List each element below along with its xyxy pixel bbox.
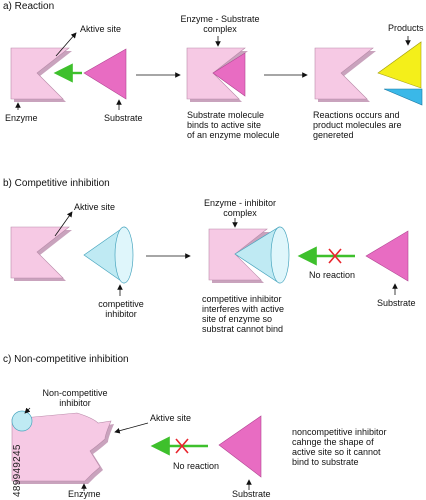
caption-noncompetitive-2: cahnge the shape of [292, 437, 374, 447]
caption-competitive-1: competitive inhibitor [202, 294, 282, 304]
noncompetitive-inhibitor-pointer [24, 407, 31, 414]
stock-id-text: 489949245 [12, 444, 23, 497]
competitive-inhibitor-shape [83, 226, 134, 284]
caption-binding-3: of an enzyme molecule [187, 130, 280, 140]
label-ei-complex-1: Enzyme - inhibitor [203, 198, 277, 208]
red-cross-c [175, 438, 189, 454]
label-substrate-c: Substrate [232, 489, 271, 499]
noncompetitive-inhibitor-shape [11, 410, 33, 432]
enzyme-shape-b [10, 226, 72, 281]
substrate-shape-c [218, 415, 262, 478]
label-ei-complex-2: complex [223, 208, 257, 218]
label-enzyme: Enzyme [5, 113, 38, 123]
caption-competitive-4: substrat cannot bind [202, 324, 284, 334]
section-title-competitive: b) Competitive inhibition [3, 178, 110, 189]
label-active-site-c: Aktive site [150, 413, 192, 423]
caption-noncompetitive-1: noncompetitive inhibitor [292, 427, 387, 437]
caption-competitive-3: site of enzyme so [202, 314, 273, 324]
stock-id-watermark: 489949245 [1, 385, 23, 500]
caption-noncompetitive-4: bind to substrate [292, 457, 359, 467]
label-complex-line2: complex [203, 24, 237, 34]
label-active-site: Aktive site [80, 24, 122, 34]
enzyme-shape-c [11, 412, 114, 484]
product-yellow [377, 41, 422, 89]
label-active-site-b: Aktive site [74, 202, 116, 212]
enzyme-shape [10, 47, 72, 102]
product-blue [383, 88, 423, 106]
label-competitive-inhibitor-2: inhibitor [105, 309, 137, 319]
label-no-reaction-b: No reaction [309, 270, 356, 280]
label-competitive-inhibitor-1: competitive [98, 299, 144, 309]
active-site-pointer-c [114, 422, 149, 434]
section-title-noncompetitive: c) Non-competitive inhibition [3, 354, 129, 365]
caption-products-1: Reactions occurs and [313, 110, 400, 120]
label-noncompetitive-inhibitor-1: Non-competitive [42, 388, 108, 398]
label-no-reaction-c: No reaction [173, 461, 220, 471]
caption-binding-2: binds to active site [187, 120, 262, 130]
caption-products-2: product molecules are [313, 120, 402, 130]
label-products: Products [388, 23, 424, 33]
caption-products-3: genereted [313, 130, 354, 140]
active-site-pointer-b [54, 211, 73, 237]
enzyme-inhibitor-complex [208, 226, 290, 284]
label-noncompetitive-inhibitor-2: inhibitor [59, 398, 91, 408]
caption-noncompetitive-3: active site so it cannot [292, 447, 381, 457]
label-substrate: Substrate [104, 113, 143, 123]
enzyme-shape-after [314, 47, 376, 102]
caption-binding-1: Substrate molecule [187, 110, 265, 120]
substrate-shape [83, 48, 127, 100]
substrate-shape-b [365, 230, 409, 282]
label-substrate-b: Substrate [377, 298, 416, 308]
red-cross-b [328, 248, 342, 264]
label-enzyme-c: Enzyme [68, 489, 101, 499]
label-complex-line1: Enzyme - Substrate [180, 14, 260, 24]
caption-competitive-2: interferes with active [202, 304, 285, 314]
section-title-reaction: a) Reaction [3, 1, 55, 12]
active-site-pointer [55, 32, 77, 57]
enzyme-substrate-complex [186, 47, 248, 102]
